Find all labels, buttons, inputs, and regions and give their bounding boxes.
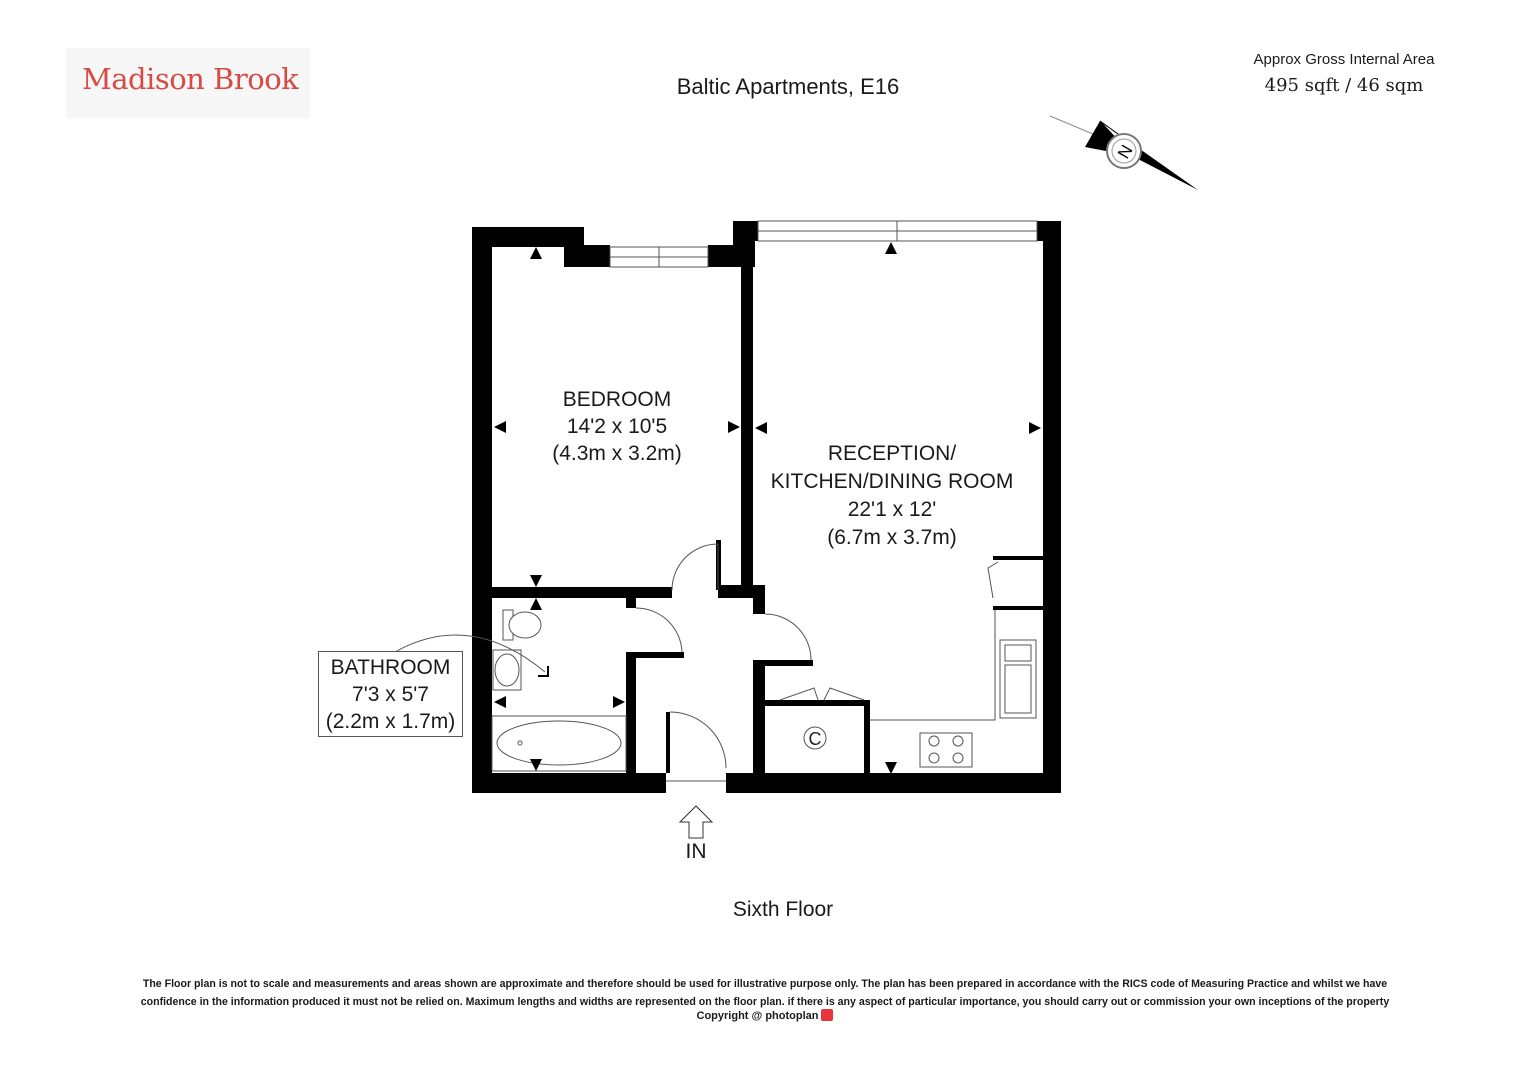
- cupboard-icon: [803, 726, 827, 750]
- windows: [609, 220, 1038, 268]
- disclaimer: The Floor plan is not to scale and measu…: [80, 975, 1450, 1011]
- photoplan-logo-icon: [821, 1009, 834, 1021]
- svg-text:C: C: [809, 729, 822, 749]
- bedroom-label: BEDROOM 14'2 x 10'5 (4.3m x 3.2m): [552, 388, 682, 465]
- page-title: Baltic Apartments, E16: [676, 74, 900, 99]
- madison-brook-logo: Madison Brook: [66, 48, 310, 118]
- compass-icon: N: [1049, 115, 1198, 190]
- entrance-arrow-icon: [678, 805, 714, 839]
- disclaimer-line-1: The Floor plan is not to scale and measu…: [142, 978, 1388, 990]
- reception-label: RECEPTION/ KITCHEN/DINING ROOM 22'1 x 12…: [770, 442, 1014, 549]
- hob-icon: [919, 732, 973, 768]
- walls: [472, 221, 1061, 793]
- logo-text: Madison Brook: [82, 62, 299, 96]
- area-label: Approx Gross Internal Area: [1253, 51, 1435, 68]
- floor-label: Sixth Floor: [732, 898, 834, 921]
- fixtures: C: [491, 609, 1037, 772]
- entrance-label: IN: [685, 840, 707, 863]
- copyright: Copyright @ photoplan: [620, 1009, 910, 1022]
- bathroom-leader: [394, 634, 546, 673]
- area-value: 495 sqft / 46 sqm: [1264, 75, 1424, 96]
- door-swings: [635, 543, 999, 782]
- bathroom-label: BATHROOM 7'3 x 5'7 (2.2m x 1.7m): [318, 651, 463, 737]
- disclaimer-line-2: confidence in the information produced i…: [140, 996, 1390, 1008]
- copyright-text: Copyright @: [696, 1010, 763, 1022]
- photoplan-brand: photoplan: [765, 1010, 819, 1022]
- dimension-markers: [494, 242, 1041, 774]
